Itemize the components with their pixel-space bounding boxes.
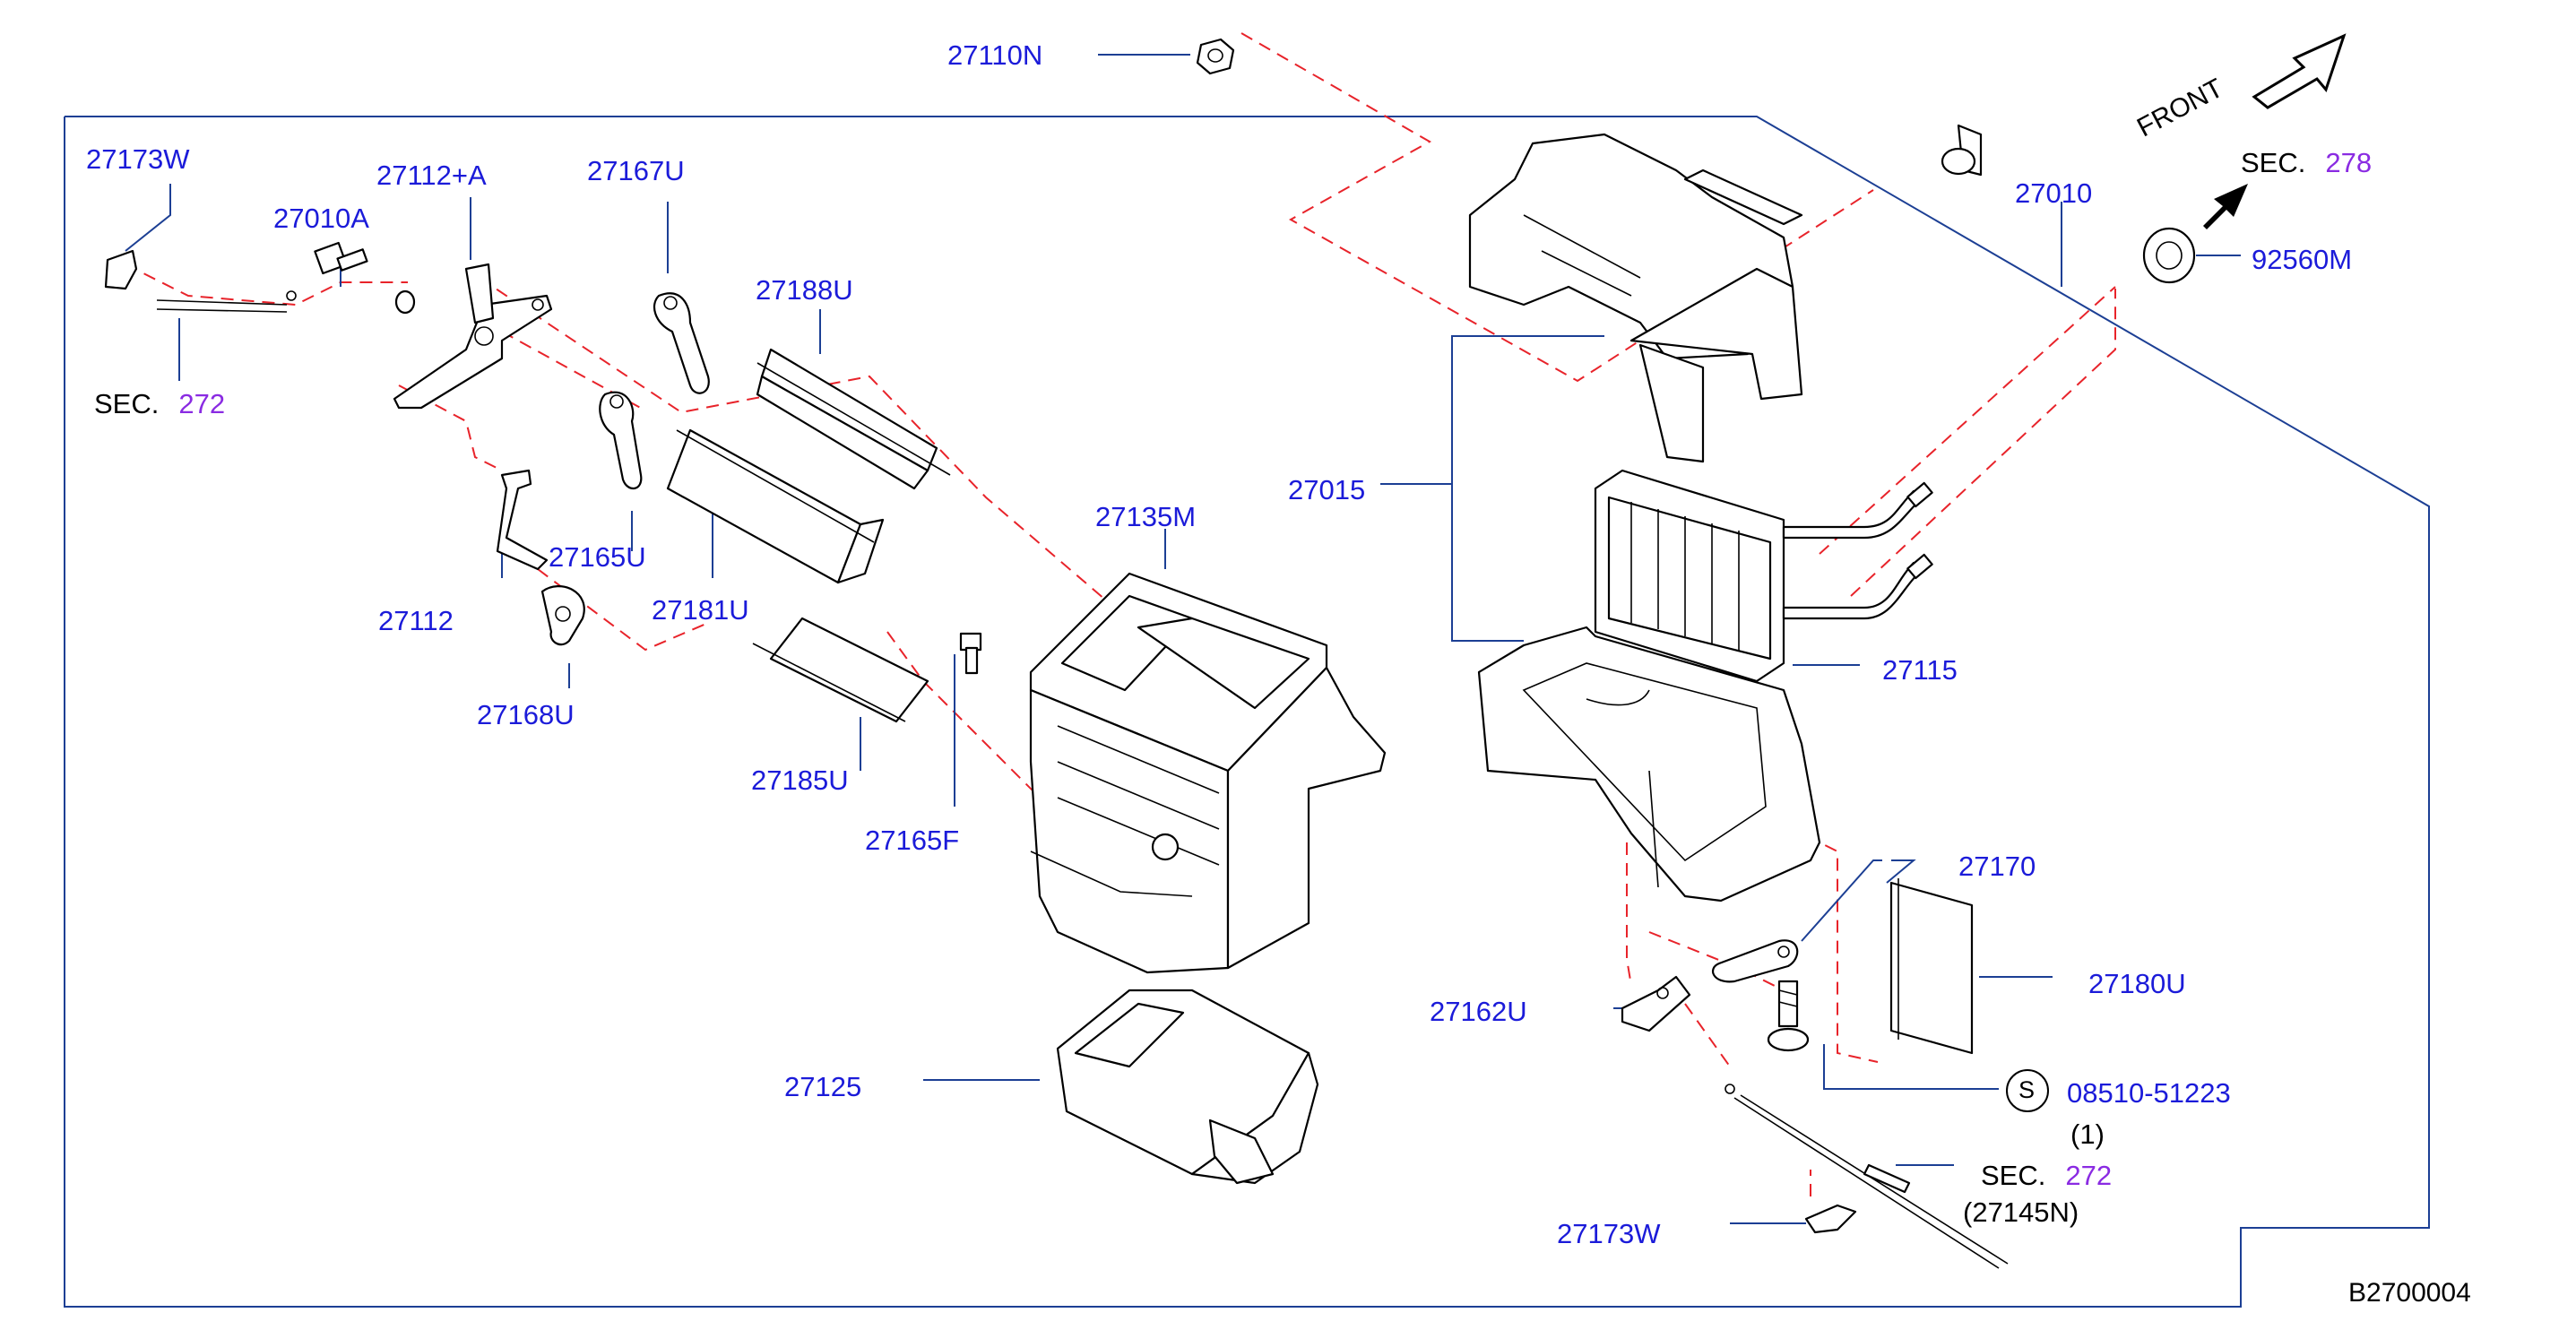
cable-27145N-drawing [1725,1084,2009,1269]
lever-27112A-drawing [393,263,553,410]
label-27173W-top: 27173W [86,143,190,175]
housing-lower-27015-drawing [1477,626,1821,902]
screw-27165F-drawing [959,632,982,675]
housing-upper-27015-drawing [1468,124,1983,463]
s-symbol-letter: S [2018,1076,2036,1103]
label-27165F: 27165F [865,825,960,856]
filter-27180U-drawing [1889,878,1974,1055]
lever-27162U-drawing [1621,975,1691,1032]
section-label: SEC. [2241,147,2306,178]
section-label: SEC. [1981,1160,2046,1191]
screw-27010A-drawing [314,241,416,315]
label-27167U: 27167U [587,155,685,186]
label-27180U: 27180U [2088,968,2186,999]
case-27125-drawing [1056,989,1319,1185]
label-27135M: 27135M [1095,501,1197,532]
section-number: 272 [2065,1160,2113,1191]
door-27188U-drawing [756,348,951,490]
label-27168U: 27168U [477,699,575,730]
grommet-92560M-drawing [2142,227,2196,284]
label-27010A: 27010A [273,203,369,234]
screw-08510-drawing [1767,980,1810,1052]
label-27162U: 27162U [1430,996,1527,1027]
label-27185U: 27185U [751,764,849,796]
label-27125: 27125 [784,1071,862,1102]
label-08510-qty: (1) [2070,1118,2105,1150]
front-arrow-icon [2252,33,2347,109]
label-92560M: 92560M [2252,244,2353,275]
door-27181U-drawing [666,428,885,584]
cam-27168U-drawing [540,585,585,646]
section-number: 272 [178,388,226,419]
label-27165U: 27165U [549,541,646,573]
label-27112A: 27112+A [376,160,487,191]
label-27015: 27015 [1288,474,1366,505]
label-27170: 27170 [1958,851,2036,882]
assembly-boundary-frame [64,116,2430,1308]
label-27173W-bottom: 27173W [1557,1218,1661,1249]
section-ref-272-left: SEC. 272 [94,390,225,418]
link-27167U-drawing [653,292,710,394]
diagram-code: B2700004 [2348,1278,2471,1308]
link-27165U-drawing [599,391,643,489]
label-27181U: 27181U [652,594,749,626]
section-number: 278 [2325,147,2373,178]
label-08510-51223: 08510-51223 [2067,1077,2231,1109]
section-ref-278: SEC. 278 [2241,149,2372,177]
label-27115: 27115 [1882,654,1958,686]
s-circle-icon [2006,1069,2049,1112]
link-27170-drawing [1711,939,1799,983]
section-label: SEC. [94,388,160,419]
label-27010: 27010 [2015,177,2093,209]
leader-lines [125,54,2241,1224]
direction-arrow-icon [2203,184,2248,229]
label-27188U: 27188U [756,274,853,306]
nut-27110N-drawing [1196,38,1235,75]
label-27110N: 27110N [947,39,1043,71]
heater-core-27115-drawing [1594,469,1933,683]
case-27135M-drawing [1029,572,1387,974]
section-ref-272-bottom: SEC. 272 [1981,1162,2112,1189]
lever-27112-drawing [496,469,549,571]
cable-clip-27173W-top-drawing [104,249,297,313]
label-27145N: (27145N) [1963,1196,2079,1228]
label-27112: 27112 [378,605,454,636]
cable-clip-27173W-bottom-drawing [1804,1204,1857,1234]
door-27185U-drawing [752,617,929,723]
